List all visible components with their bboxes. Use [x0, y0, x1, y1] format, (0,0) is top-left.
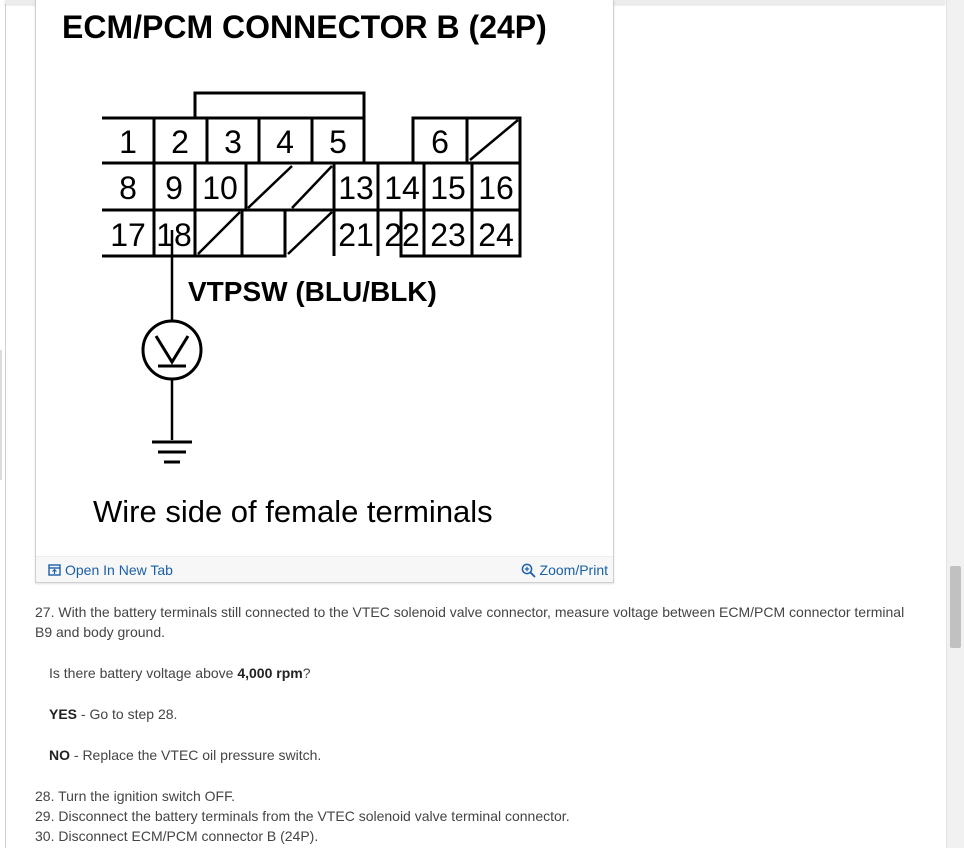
terminal-13: 13	[338, 170, 374, 206]
terminal-10: 10	[202, 170, 238, 206]
terminal-1: 1	[119, 124, 137, 160]
open-in-new-tab-link[interactable]: Open In New Tab	[48, 562, 173, 578]
procedure-steps: 27. With the battery terminals still con…	[35, 602, 920, 846]
terminal-5: 5	[329, 124, 347, 160]
voltmeter-icon	[141, 319, 203, 381]
vertical-scrollbar[interactable]	[946, 0, 964, 848]
terminal-24: 24	[478, 217, 514, 253]
terminal-3: 3	[224, 124, 242, 160]
new-tab-icon	[48, 564, 61, 576]
connector-figure: ECM/PCM CONNECTOR B (24P) 1	[35, 0, 614, 583]
terminal-23: 23	[430, 217, 466, 253]
zoom-print-label: Zoom/Print	[539, 562, 608, 578]
connector-diagram: ECM/PCM CONNECTOR B (24P) 1	[62, 9, 547, 529]
zoom-icon	[521, 563, 536, 578]
terminal-8: 8	[119, 170, 137, 206]
page-left-border	[5, 0, 6, 848]
terminal-17: 17	[110, 217, 146, 253]
figure-toolbar: Open In New Tab Zoom/Print	[36, 556, 613, 582]
step-27: 27. With the battery terminals still con…	[35, 604, 905, 640]
terminal-2: 2	[171, 124, 189, 160]
yes-label: YES	[49, 706, 78, 722]
terminal-16: 16	[478, 170, 514, 206]
terminal-21: 21	[338, 217, 374, 253]
step-29: 29. Disconnect the battery terminals fro…	[35, 808, 570, 824]
terminal-22: 22	[384, 217, 420, 253]
wire-label: VTPSW (BLU/BLK)	[188, 276, 437, 307]
rpm-threshold: 4,000 rpm	[237, 665, 303, 681]
terminal-4: 4	[276, 124, 294, 160]
diagram-title: ECM/PCM CONNECTOR B (24P)	[62, 9, 547, 45]
page-left-edge	[0, 350, 2, 480]
step-30: 30. Disconnect ECM/PCM connector B (24P)…	[35, 828, 319, 844]
terminal-18: 18	[156, 217, 192, 253]
step-27-no: NO - Replace the VTEC oil pressure switc…	[49, 747, 322, 763]
scrollbar-thumb[interactable]	[950, 566, 961, 648]
terminal-15: 15	[430, 170, 466, 206]
open-in-new-tab-label: Open In New Tab	[65, 562, 173, 578]
terminal-9: 9	[165, 170, 183, 206]
terminal-14: 14	[384, 170, 420, 206]
diagram-caption: Wire side of female terminals	[93, 494, 493, 529]
step-27-question: Is there battery voltage above 4,000 rpm…	[49, 665, 311, 681]
zoom-print-link[interactable]: Zoom/Print	[521, 562, 608, 578]
step-27-yes: YES - Go to step 28.	[49, 706, 178, 722]
ground-symbol-icon	[152, 440, 192, 464]
no-label: NO	[49, 747, 70, 763]
step-28: 28. Turn the ignition switch OFF.	[35, 788, 235, 804]
terminal-6: 6	[431, 124, 449, 160]
